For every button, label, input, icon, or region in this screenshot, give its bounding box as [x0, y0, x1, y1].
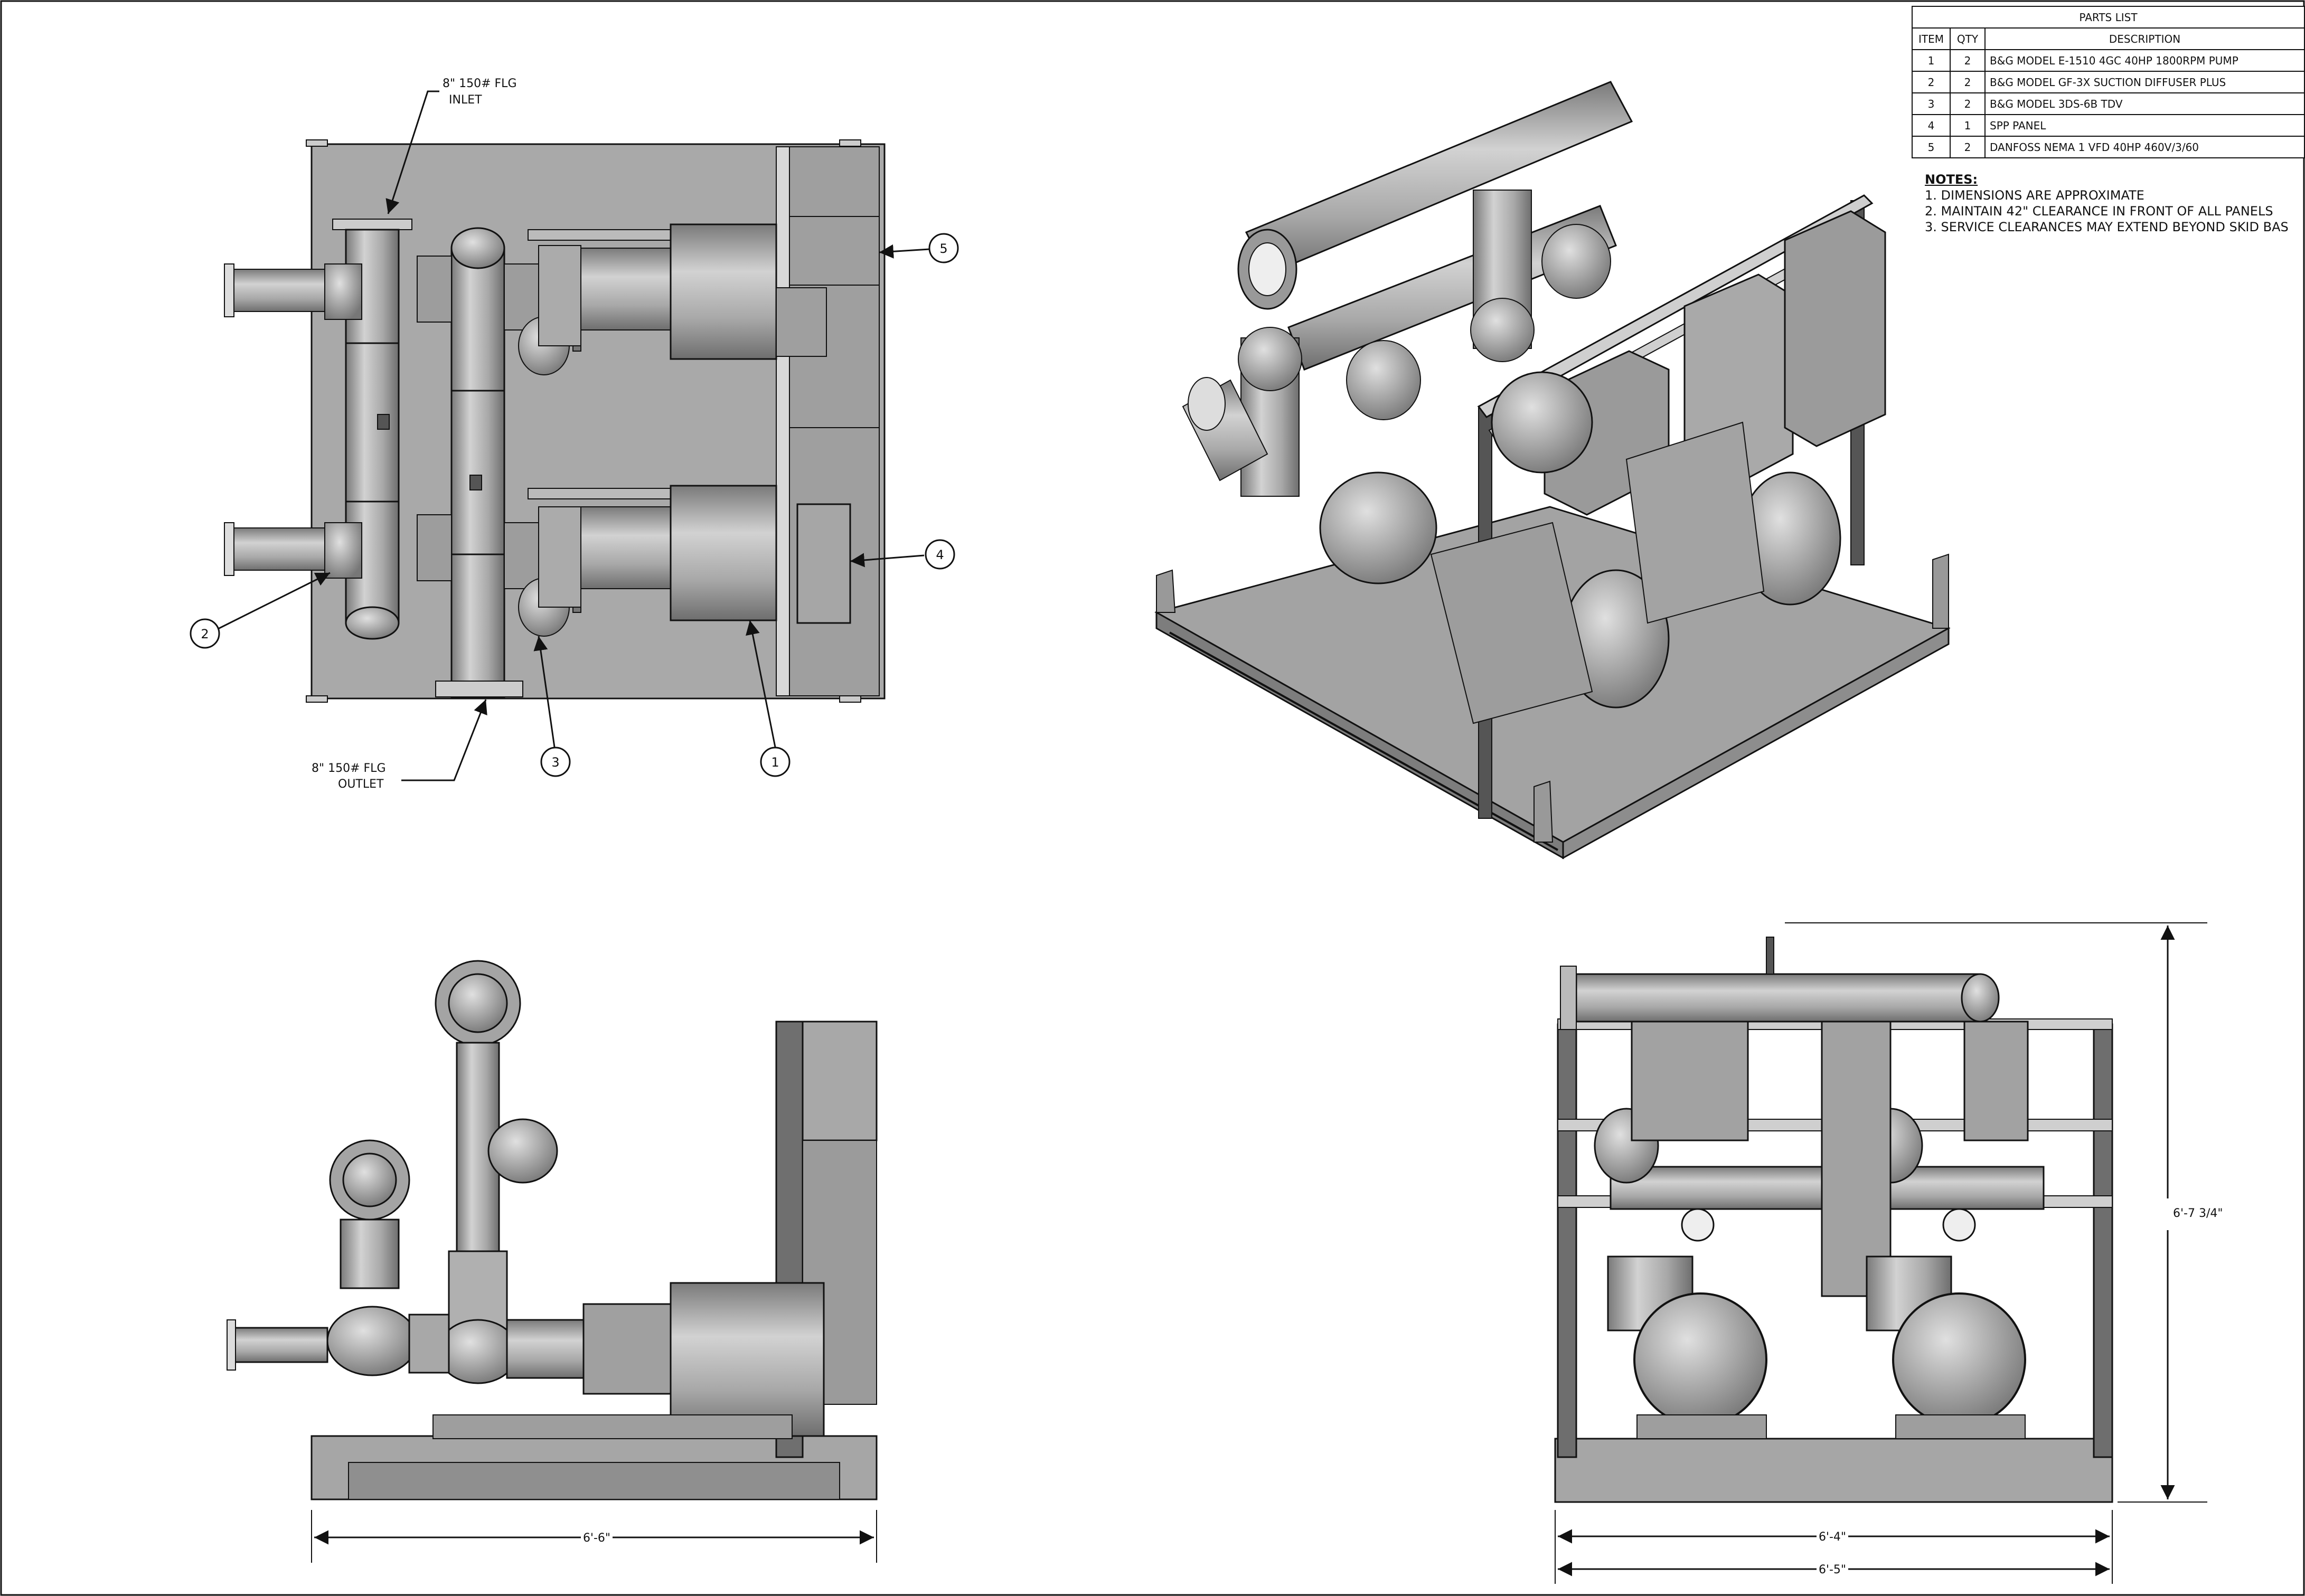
plan-spp-panel	[796, 503, 851, 624]
col-header-item: ITEM	[1912, 27, 1951, 50]
parts-list-header-row: ITEM QTY DESCRIPTION	[1912, 27, 2305, 50]
balloon-1	[760, 747, 791, 777]
note-item: 2. MAINTAIN 42" CLEARANCE IN FRONT OF AL…	[1925, 204, 2273, 219]
table-row: 4 1 SPP PANEL	[1912, 114, 2305, 137]
svg-text:4: 4	[936, 547, 944, 562]
item-cell: 4	[1912, 114, 1951, 137]
qty-cell: 2	[1950, 92, 1986, 115]
qty-cell: 2	[1950, 71, 1986, 93]
outlet-label-line2: OUTLET	[338, 778, 384, 791]
front-skid-base	[1554, 1438, 2113, 1503]
isometric-view	[1154, 81, 1951, 860]
item-cell: 2	[1912, 71, 1951, 93]
col-header-qty: QTY	[1950, 27, 1986, 50]
front-gauge-2	[1942, 1208, 1976, 1242]
front-vfd-2	[1963, 1021, 2029, 1141]
inlet-label-line1: 8" 150# FLG	[443, 77, 517, 90]
front-spp-panel	[1821, 1021, 1892, 1297]
balloon-5	[928, 233, 959, 263]
item-cell: 1	[1912, 49, 1951, 72]
side-view: 6'-6"	[227, 960, 878, 1563]
item-cell: 5	[1912, 136, 1951, 158]
note-item: 1. DIMENSIONS ARE APPROXIMATE	[1925, 188, 2144, 203]
description-cell: B&G MODEL E-1510 4GC 40HP 1800RPM PUMP	[1984, 49, 2305, 72]
table-row: 3 2 B&G MODEL 3DS-6B TDV	[1912, 92, 2305, 115]
outlet-label-line1: 8" 150# FLG	[312, 762, 386, 775]
plan-view: 8" 150# FLG INLET 8" 150# FLG OUTLET 1 2…	[190, 77, 959, 791]
plan-motor-upper	[670, 223, 777, 360]
parts-list-title-row: PARTS LIST	[1912, 6, 2305, 29]
balloon-2	[190, 618, 220, 649]
qty-cell: 2	[1950, 49, 1986, 72]
plan-motor-lower	[670, 485, 777, 621]
front-motor-1	[1633, 1292, 1767, 1427]
side-inlet-stub	[231, 1327, 328, 1363]
svg-text:3: 3	[551, 755, 559, 770]
front-height-dim: 6'-7 3/4"	[2173, 1207, 2223, 1220]
inlet-label-line2: INLET	[449, 93, 482, 107]
table-row: 2 2 B&G MODEL GF-3X SUCTION DIFFUSER PLU…	[1912, 71, 2305, 93]
description-cell: DANFOSS NEMA 1 VFD 40HP 460V/3/60	[1984, 136, 2305, 158]
col-header-description: DESCRIPTION	[1984, 27, 2305, 50]
svg-text:2: 2	[201, 627, 209, 641]
front-view: 6'-7 3/4" 6'-4" 6'-5"	[1554, 922, 2223, 1584]
balloon-3	[540, 747, 571, 777]
svg-text:5: 5	[939, 241, 947, 256]
front-discharge-header	[1575, 973, 1981, 1023]
qty-cell: 2	[1950, 136, 1986, 158]
side-width-dim: 6'-6"	[583, 1532, 610, 1545]
iso-spp-panel	[1784, 210, 1886, 447]
plan-discharge-header	[450, 247, 505, 698]
parts-list-table: PARTS LIST ITEM QTY DESCRIPTION 1 2 B&G …	[1912, 6, 2305, 158]
description-cell: B&G MODEL GF-3X SUCTION DIFFUSER PLUS	[1984, 71, 2305, 93]
front-vfd-1	[1631, 1021, 1749, 1141]
side-motor	[670, 1282, 825, 1437]
item-cell: 3	[1912, 92, 1951, 115]
front-motor-2	[1892, 1292, 2026, 1427]
table-row: 1 2 B&G MODEL E-1510 4GC 40HP 1800RPM PU…	[1912, 49, 2305, 72]
front-width-dim-inner: 6'-4"	[1819, 1531, 1846, 1544]
description-cell: SPP PANEL	[1984, 114, 2305, 137]
notes-heading: NOTES:	[1925, 172, 1978, 187]
balloon-4	[925, 539, 955, 570]
front-width-dim-outer: 6'-5"	[1819, 1563, 1846, 1576]
note-item: 3. SERVICE CLEARANCES MAY EXTEND BEYOND …	[1925, 220, 2289, 234]
description-cell: B&G MODEL 3DS-6B TDV	[1984, 92, 2305, 115]
side-vfd	[802, 1021, 878, 1141]
table-row: 5 2 DANFOSS NEMA 1 VFD 40HP 460V/3/60	[1912, 136, 2305, 158]
notes-block: NOTES: 1. DIMENSIONS ARE APPROXIMATE 2. …	[1925, 172, 2289, 235]
svg-text:1: 1	[771, 755, 779, 770]
front-gauge-1	[1681, 1208, 1715, 1242]
qty-cell: 1	[1950, 114, 1986, 137]
parts-list-title: PARTS LIST	[1912, 6, 2305, 29]
plan-panel-rail	[776, 146, 790, 696]
